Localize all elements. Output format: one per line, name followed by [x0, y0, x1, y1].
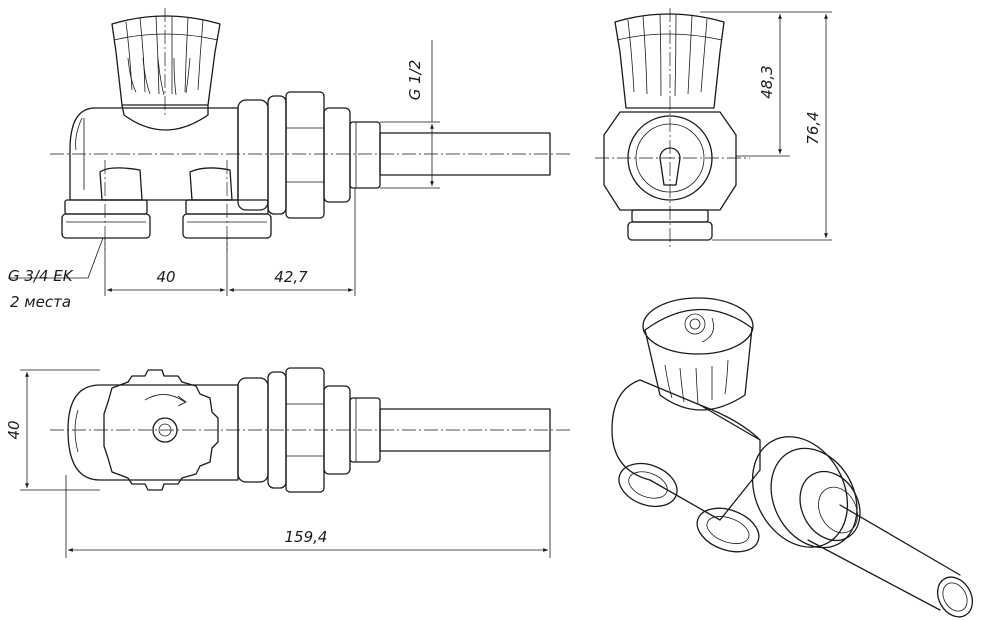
- front-view-dimensions: [8, 40, 440, 296]
- side-view-dimensions: [700, 11, 832, 241]
- side-view: [595, 8, 750, 250]
- outlet-offset-label: 42,7: [274, 268, 308, 286]
- inlet-thread-label: G 3/4 EK: [8, 267, 74, 285]
- inlet-nut-left: [61, 213, 151, 239]
- top-view: [50, 367, 570, 493]
- handle-knob: [614, 13, 725, 109]
- spacing-label: 40: [156, 268, 175, 286]
- body-width-label: 40: [5, 420, 23, 439]
- outlet-thread-label: G 1/2: [406, 60, 424, 101]
- handle-height-label: 48,3: [758, 65, 776, 98]
- keyhole-icon: [659, 147, 681, 186]
- union-nut: [285, 91, 325, 219]
- total-height-label: 76,4: [804, 111, 822, 144]
- front-view: [50, 8, 570, 250]
- top-view-dimensions: [20, 369, 551, 558]
- handle-knob: [644, 308, 753, 411]
- isometric-view: [611, 297, 974, 618]
- inlet-count-label: 2 места: [10, 293, 71, 311]
- valve-body: [69, 107, 239, 201]
- total-length-label: 159,4: [285, 528, 328, 546]
- handle-top: [103, 369, 219, 491]
